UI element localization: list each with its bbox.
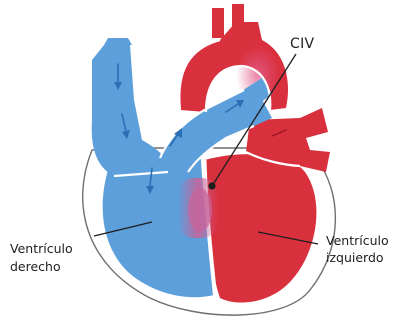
superior-vena-cava xyxy=(104,38,132,45)
right-atrium xyxy=(92,45,169,176)
aorta-branch-1 xyxy=(212,8,224,38)
left-ventricle-label-line2: izquierdo xyxy=(326,250,384,265)
left-ventricle-label-line1: Ventrículo xyxy=(326,233,389,248)
civ-pointer-dot xyxy=(208,182,215,189)
civ-label: CIV xyxy=(290,36,315,52)
right-ventricle-label-line2: derecho xyxy=(10,259,61,274)
aorta-branch-2 xyxy=(232,4,244,30)
right-ventricle-label-line1: Ventrículo xyxy=(10,241,73,256)
vsd-core xyxy=(188,188,212,232)
